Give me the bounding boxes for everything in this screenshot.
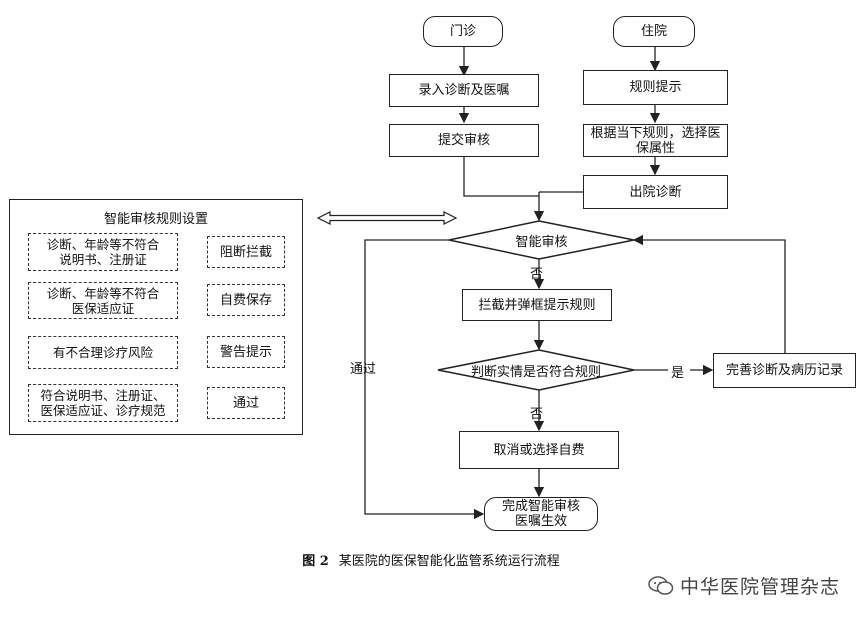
diamond-smart-review-shape bbox=[448, 220, 635, 260]
rule-action-1: 阻断拦截 bbox=[207, 236, 285, 268]
node-select-attribute: 根据当下规则，选择医 保属性 bbox=[583, 124, 728, 157]
edge-label-pass: 通过 bbox=[350, 362, 377, 377]
rules-panel-title: 智能审核规则设置 bbox=[103, 212, 208, 227]
rule-action-4: 通过 bbox=[207, 387, 285, 419]
watermark-text: 中华医院管理杂志 bbox=[679, 576, 840, 598]
node-enter-diagnosis: 录入诊断及医嘱 bbox=[389, 74, 539, 107]
node-intercept: 拦截并弹框提示规则 bbox=[462, 289, 612, 321]
figure-title: 某医院的医保智能化监管系统运行流程 bbox=[338, 554, 560, 569]
edge-label-yes: 是 bbox=[671, 366, 685, 381]
rule-condition-1: 诊断、年龄等不符合 说明书、注册证 bbox=[28, 233, 178, 271]
panel-link-double-arrow bbox=[316, 211, 458, 225]
node-cancel-selfpay: 取消或选择自费 bbox=[459, 431, 619, 469]
node-discharge-diagnosis: 出院诊断 bbox=[583, 175, 728, 209]
node-outpatient: 门诊 bbox=[423, 16, 503, 47]
arrow-review-pass bbox=[364, 239, 485, 520]
figure-number: 图 2 bbox=[302, 554, 329, 569]
node-complete: 完成智能审核 医嘱生效 bbox=[484, 497, 598, 531]
node-rule-prompt: 规则提示 bbox=[583, 70, 728, 105]
rule-action-3: 警告提示 bbox=[207, 336, 285, 368]
wechat-icon bbox=[648, 575, 674, 595]
edge-label-no-1: 否 bbox=[530, 267, 544, 282]
figure-caption: 图 2 某医院的医保智能化监管系统运行流程 bbox=[0, 550, 862, 569]
line-submit-merge bbox=[463, 157, 539, 197]
rule-condition-2: 诊断、年龄等不符合 医保适应证 bbox=[28, 282, 178, 319]
node-inpatient: 住院 bbox=[613, 16, 695, 47]
watermark: 中华医院管理杂志 bbox=[648, 572, 840, 599]
arrow-improve-loop bbox=[632, 234, 786, 353]
edge-label-no-2: 否 bbox=[530, 407, 544, 422]
node-judge: 判断实情是否符合规则 bbox=[470, 364, 601, 380]
rule-condition-4: 符合说明书、注册证、 医保适应证、诊疗规范 bbox=[28, 384, 178, 422]
node-improve-records: 完善诊断及病历记录 bbox=[713, 353, 856, 388]
rule-condition-3: 有不合理诊疗风险 bbox=[28, 336, 178, 369]
node-submit-review: 提交审核 bbox=[389, 124, 539, 157]
rule-action-2: 自费保存 bbox=[207, 284, 285, 316]
diamond-judge-shape bbox=[437, 349, 635, 391]
node-smart-review: 智能审核 bbox=[515, 234, 568, 250]
